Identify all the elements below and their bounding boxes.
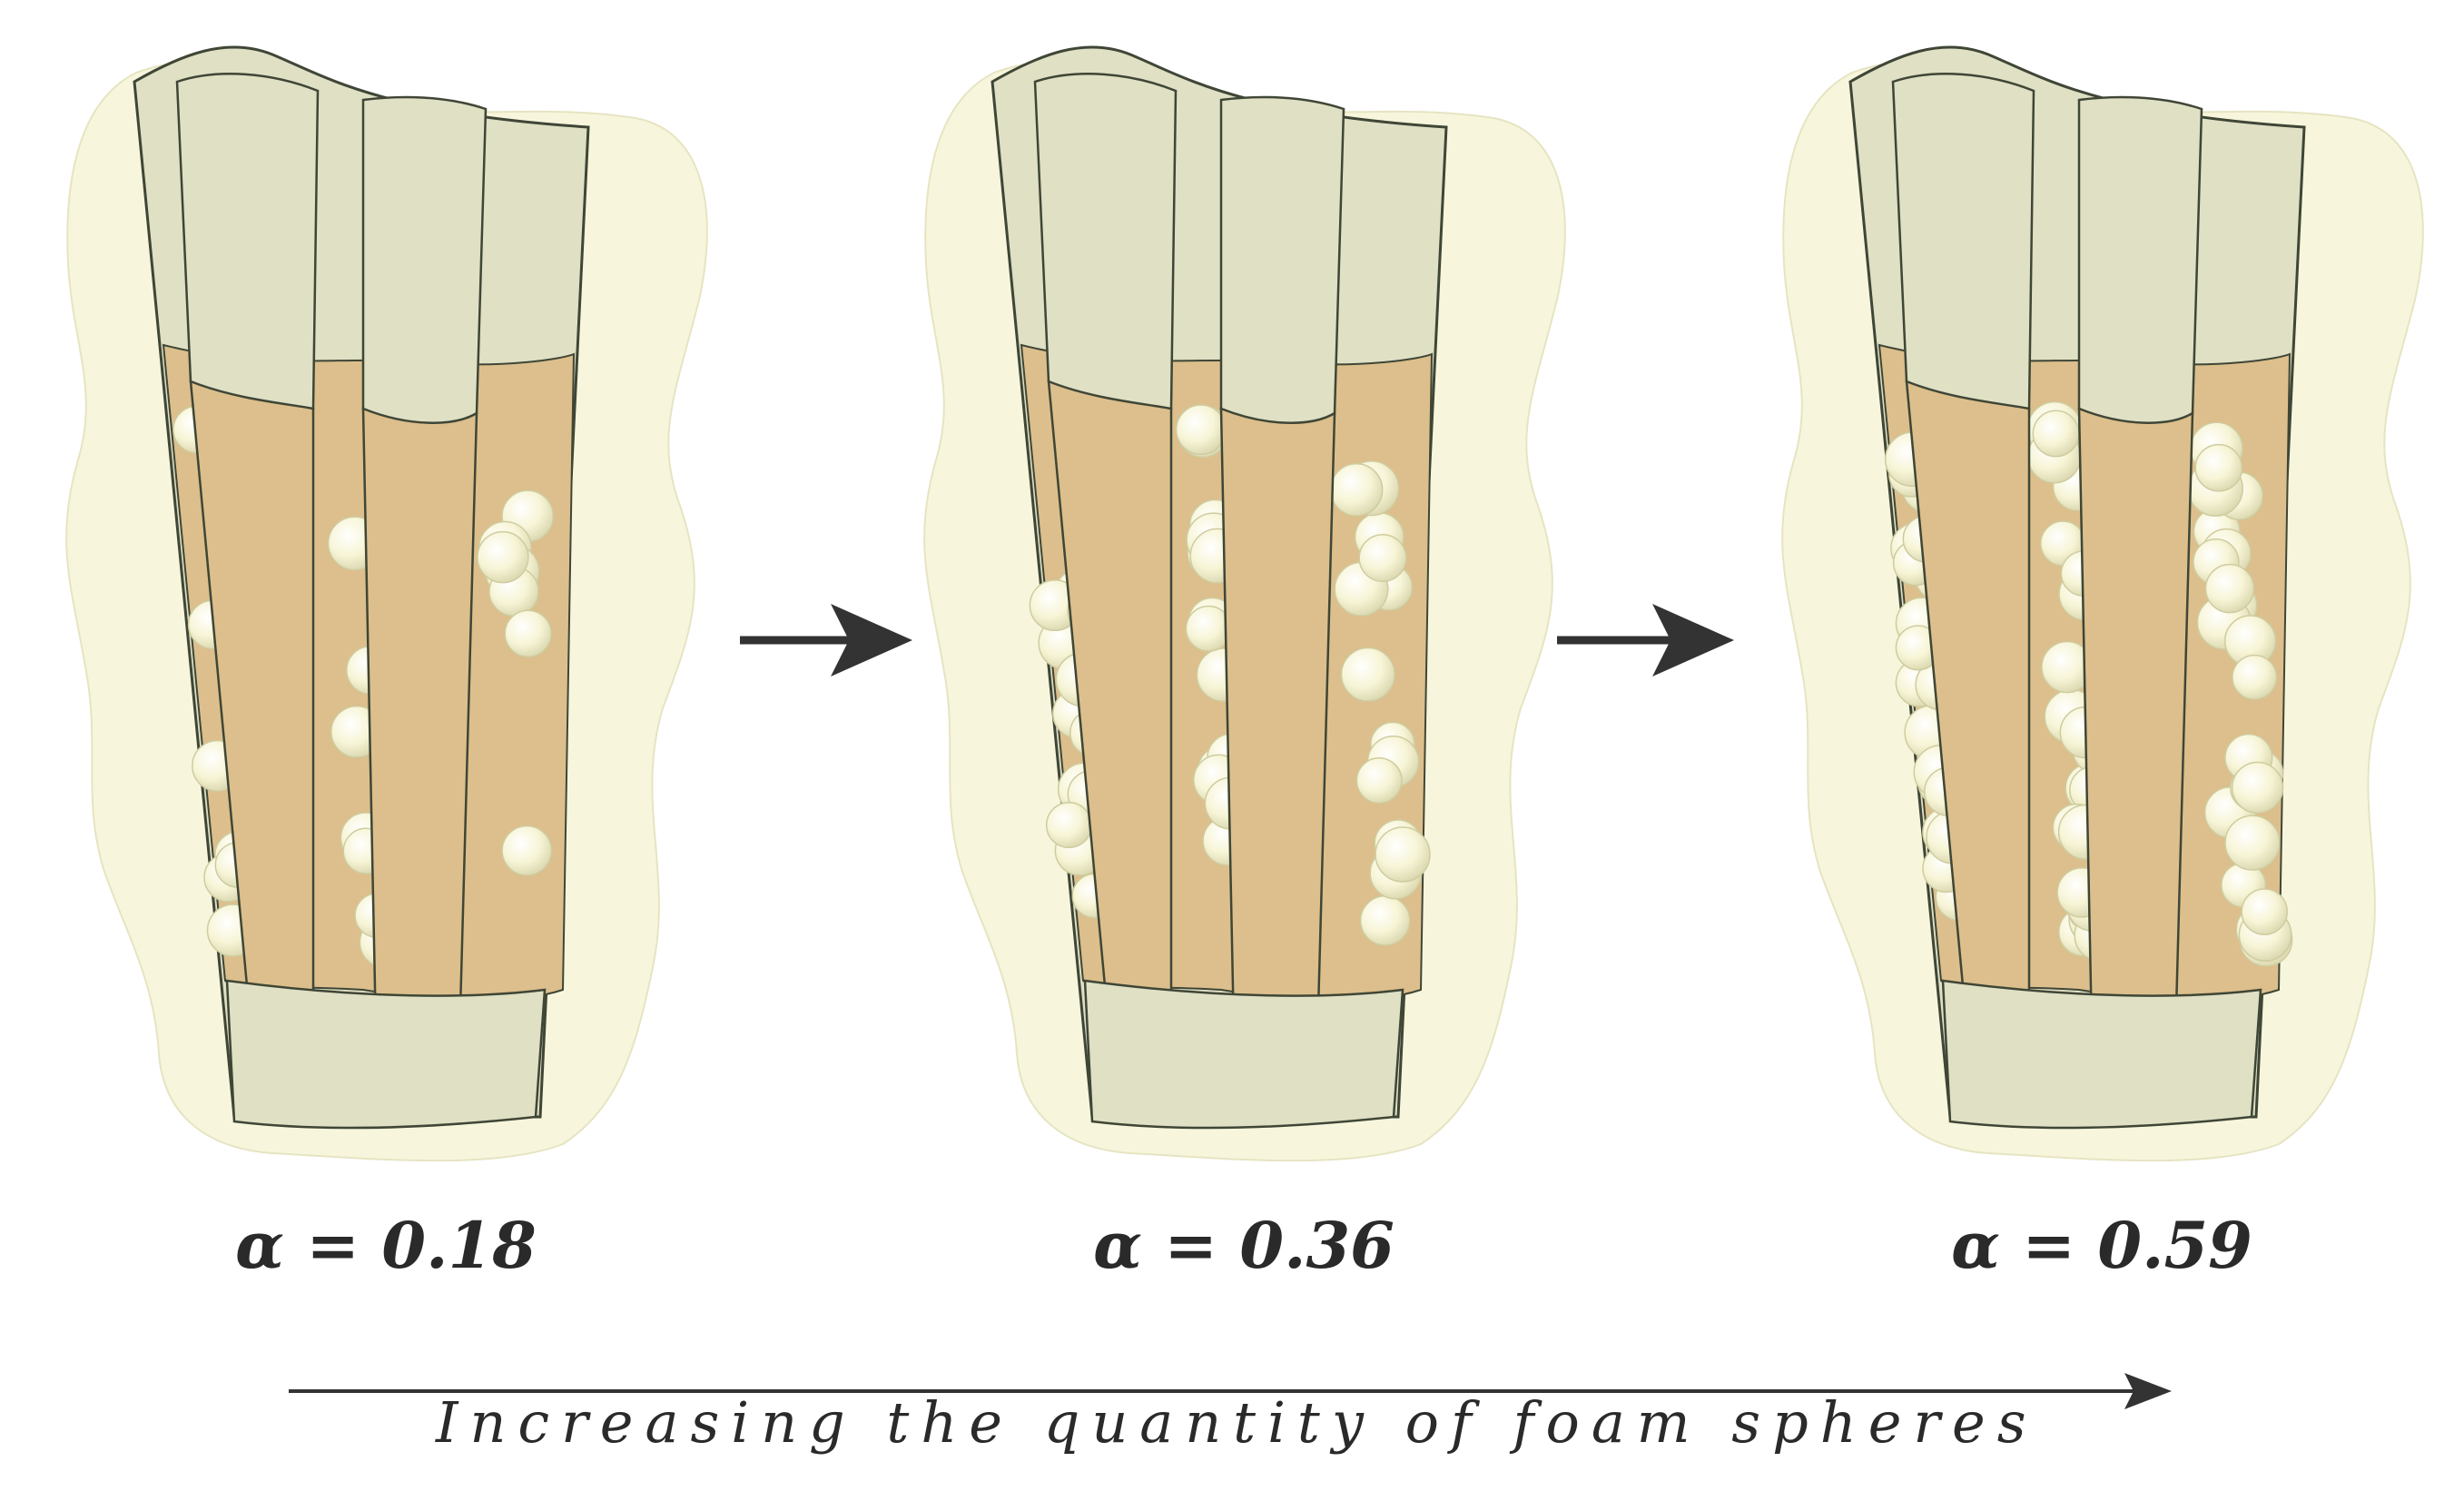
- foam-sphere: [504, 609, 552, 658]
- foam-sphere: [2231, 761, 2284, 815]
- bottom-collar: [1083, 979, 1404, 1130]
- foam-sphere: [1355, 757, 1403, 805]
- caption-text: Increasing the quantity of foam spheres: [436, 1389, 2038, 1456]
- rod-cap-1: [175, 73, 320, 410]
- foam-sphere: [2032, 410, 2080, 458]
- rod-cap-2: [2077, 95, 2203, 424]
- long-arrow-right-icon: [289, 1373, 2172, 1409]
- bottom-collar: [1941, 979, 2262, 1130]
- foam-sphere: [1358, 533, 1407, 583]
- foam-sphere: [1340, 647, 1395, 702]
- foam-sphere: [501, 825, 553, 876]
- panel-label-3: α = 0.59: [1951, 1208, 2252, 1283]
- foam-sphere: [1175, 404, 1227, 456]
- rod-cap-2: [361, 95, 488, 424]
- rod-2: [361, 407, 478, 1084]
- panels-layer: [65, 45, 2424, 1162]
- foam-sphere: [2224, 815, 2281, 871]
- foam-sphere: [2194, 443, 2243, 492]
- arrow-right-icon: [1557, 604, 1734, 676]
- foam-sphere: [1375, 826, 1431, 883]
- tube-panel-3: [1781, 45, 2424, 1162]
- foam-sphere: [1329, 463, 1384, 517]
- foam-sphere: [2204, 563, 2255, 614]
- panel-label-2: α = 0.36: [1093, 1208, 1395, 1283]
- arrow-right-icon: [740, 604, 912, 676]
- foam-sphere: [1359, 895, 1411, 946]
- foam-sphere: [2232, 654, 2278, 700]
- rod-2: [2077, 407, 2194, 1084]
- panel-label-1: α = 0.18: [235, 1208, 537, 1283]
- rod-cap-1: [1891, 73, 2035, 410]
- foam-sphere: [477, 530, 529, 584]
- tube-panel-1: [65, 45, 708, 1162]
- foam-sphere: [2241, 888, 2289, 935]
- tube-panel-2: [923, 45, 1566, 1162]
- rod-2: [1219, 407, 1336, 1084]
- foam-sphere: [1045, 802, 1093, 849]
- bottom-collar: [225, 979, 547, 1130]
- rod-cap-2: [1219, 95, 1345, 424]
- rod-cap-1: [1033, 73, 1178, 410]
